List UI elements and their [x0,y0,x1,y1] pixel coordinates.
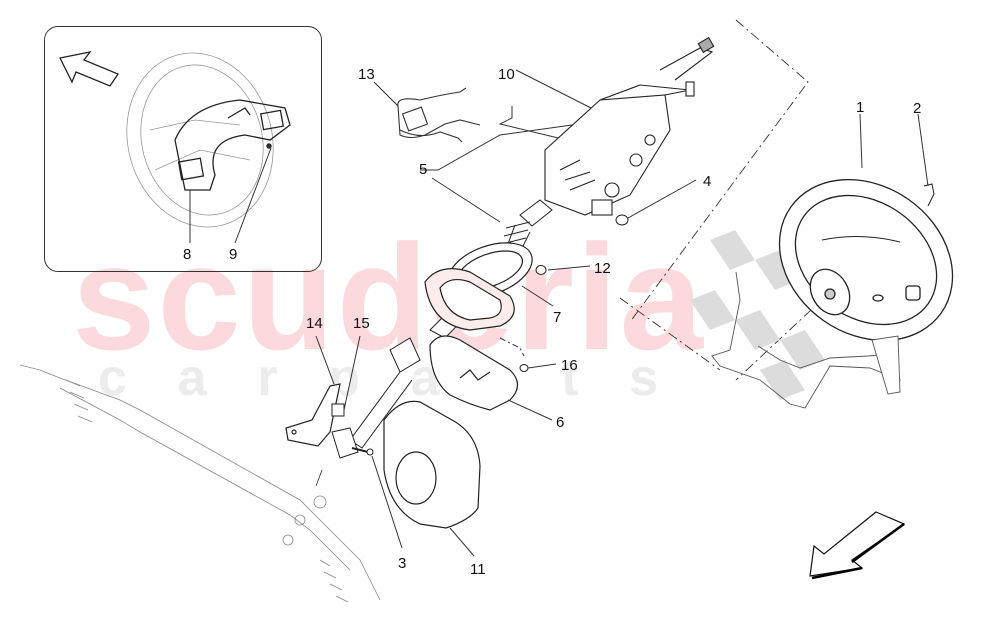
paddle-shifter-bracket-icon [711,271,901,409]
watermark-letter: t [561,349,579,407]
callout-1: 1 [856,99,865,116]
watermark-letter: c [98,349,127,407]
wiring-harness-icon [373,81,481,143]
watermark-scuderia: scuderia [72,213,705,381]
callout-7: 7 [553,309,562,326]
switch-trim-icon [174,99,291,191]
airbag-cover-icon [429,335,519,411]
callout-8: 8 [183,246,192,263]
callout-14: 14 [306,315,323,332]
arrow-up-left-icon [59,51,119,87]
bracket-icon [285,383,341,447]
flange-plate-icon [424,268,515,331]
callout-13: 13 [358,66,375,83]
arrow-down-left-icon [809,511,906,580]
callout-4: 4 [703,173,712,190]
steering-rack-icon [19,364,381,603]
callout-15: 15 [353,315,370,332]
steering-column-icon [544,36,715,216]
callout-3: 3 [398,555,407,572]
watermark-letter: a [177,349,207,407]
callout-16: 16 [561,357,578,374]
steering-wheel-icon [778,178,954,342]
callout-6: 6 [556,414,565,431]
callout-2: 2 [913,100,922,117]
watermark-letter: s [629,349,658,407]
callout-10: 10 [498,66,515,83]
callout-12: 12 [594,260,611,277]
watermark-letter: r [257,349,278,407]
callout-5: 5 [419,161,428,178]
column-cover-icon [383,400,481,529]
inset-detail-box [44,26,322,272]
inset-steering-wheel-icon [126,52,274,228]
callout-11: 11 [470,561,486,578]
callout-9: 9 [229,246,238,263]
